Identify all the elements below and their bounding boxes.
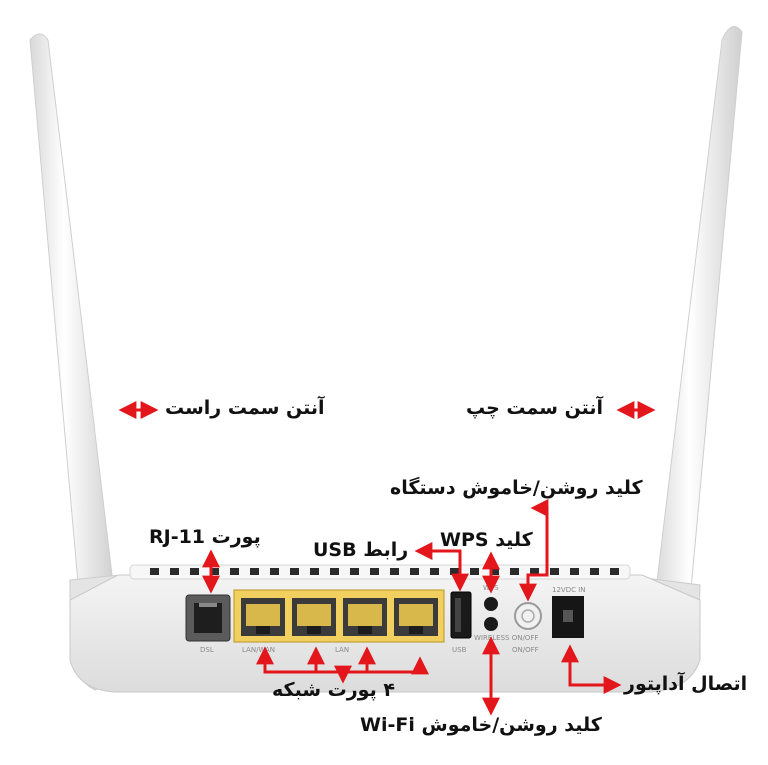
label-adapter-connection: اتصال آداپتور [624, 673, 748, 695]
lan-port-4 [394, 598, 438, 636]
usb-port: USB [450, 591, 472, 654]
lan-ports-block: LAN/WAN LAN [233, 589, 445, 654]
arrow-adapter [561, 644, 622, 694]
dsl-label: DSL [200, 646, 214, 654]
power-button-shape: ON/OFF [512, 602, 542, 654]
arrow-usb [414, 542, 469, 592]
lan-port-2 [292, 598, 336, 636]
label-right-antenna: آنتن سمت راست [165, 397, 325, 419]
label-usb-interface: رابط USB [313, 539, 409, 561]
arrow-power [519, 499, 549, 602]
dc-in-label: 12VDC IN [552, 586, 586, 594]
dsl-port: DSL [185, 594, 231, 654]
dc-in-port: 12VDC IN [552, 586, 586, 638]
lan-label: LAN [335, 646, 349, 654]
label-rj11-port: پورت RJ-11 [149, 526, 261, 548]
usb-label: USB [452, 646, 467, 654]
lan-port-1 [241, 598, 285, 636]
lan-wan-label: LAN/WAN [242, 646, 275, 654]
label-power-button: کلید روشن/خاموش دستگاه [390, 477, 643, 499]
arrows [118, 401, 656, 716]
label-left-antenna: آنتن سمت چپ [466, 397, 604, 419]
lan-port-3 [343, 598, 387, 636]
label-wps-button: کلید WPS [440, 529, 533, 551]
label-lan-ports: ۴ پورت شبکه [272, 679, 395, 701]
wireless-button-shape: WIRELESS ON/OFF [474, 617, 538, 642]
label-wifi-button: کلید روشن/خاموش Wi-Fi [360, 714, 602, 736]
onoff-panel-label: ON/OFF [512, 646, 539, 654]
wireless-panel-label: WIRELESS ON/OFF [474, 634, 538, 642]
